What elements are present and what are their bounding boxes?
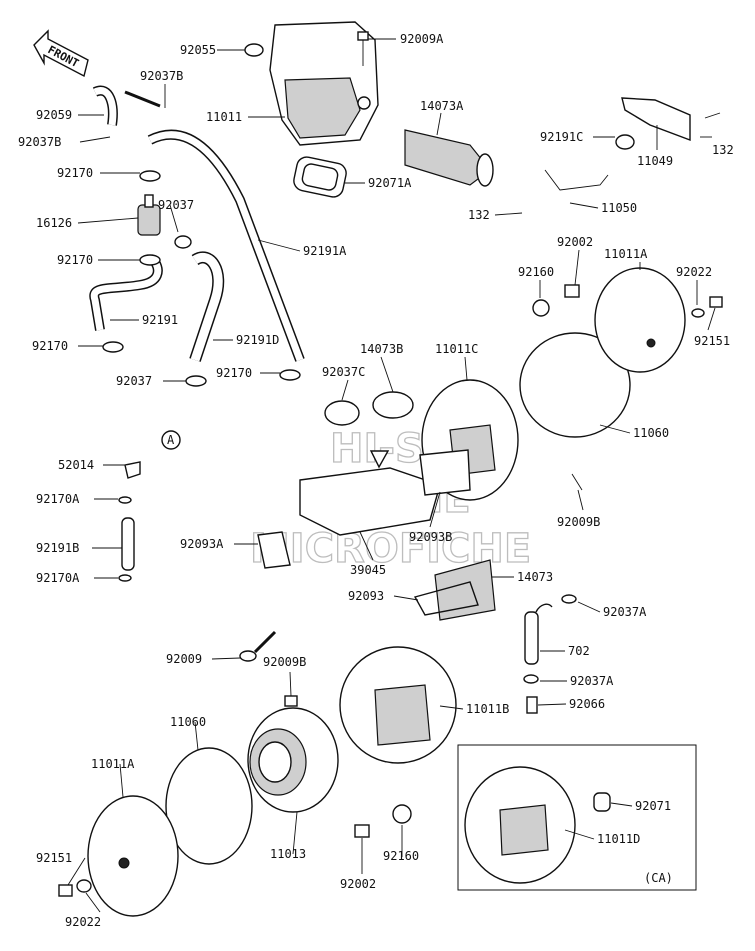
callout-label: 702 [568,644,590,658]
callout-label: 92037A [570,674,614,688]
seal-ring-upper [519,332,631,438]
callout-label: 92170A [36,571,80,585]
region-label: (CA) [644,871,673,885]
callout-label: 92009B [557,515,600,529]
callout-label: 92191B [36,541,79,555]
valve-icon [137,194,161,236]
callout-label: 132 [468,208,490,222]
base-plate-11011b [339,646,457,764]
callout-label: 92170 [32,339,68,353]
callout-label: 92093B [409,530,452,544]
intake-rubber-14073 [413,559,496,621]
callout-label: 92071 [635,799,671,813]
callout-label: 92059 [36,108,72,122]
callout-label: 16126 [36,216,72,230]
callout-label: 92037A [603,605,647,619]
callout-label: 92009A [400,32,444,46]
rubber-seals [324,391,414,426]
cover-lower [87,795,179,917]
callout-label: 92151 [36,851,72,865]
fitting-icon [118,461,141,582]
callout-label: 14073 [517,570,553,584]
callout-label: 11049 [637,154,673,168]
cover-upper [594,267,686,373]
callout-label: 92055 [180,43,216,57]
callout-label: 92093A [180,537,224,551]
clamp-icons [102,170,301,387]
bolt-icon [357,31,369,66]
seal-ring-lower [165,747,253,865]
callout-label: 92170 [57,166,93,180]
callout-label: 92191D [236,333,279,347]
screw-icons-lower [58,804,412,897]
intake-rubber-icon [404,129,494,187]
bracket-icon [615,97,721,150]
clip-icons-lower [523,594,577,714]
callout-label: 92160 [518,265,554,279]
callout-label: 92037C [322,365,365,379]
stay-bracket-icon [544,169,609,191]
reference-marker-a-text: A [167,433,175,447]
callout-label: 92037 [158,198,194,212]
callout-label: 52014 [58,458,94,472]
callout-label: 92002 [340,877,376,891]
screw-icons-upper [532,284,723,491]
callout-label: 92022 [65,915,101,929]
callout-label: 92066 [569,697,605,711]
callout-label: 11011B [466,702,509,716]
callout-label: 39045 [350,563,386,577]
duct-plate-39045 [299,467,441,536]
callout-label: 14073B [360,342,403,356]
callout-label: 92009B [263,655,306,669]
callout-label: 92002 [557,235,593,249]
air-duct-part [269,21,379,146]
clip-icon [124,90,161,108]
gasket-plates [257,449,471,569]
callout-label: 92191A [303,244,347,258]
callout-label: 92191 [142,313,178,327]
bolt-icons-mid [239,630,298,707]
callout-label: 92037 [116,374,152,388]
front-arrow-icon: FRONT [33,29,89,78]
callout-label: 11011C [435,342,478,356]
callout-labels: 92055 92009A 92037B 92059 11011 14073A 9… [18,32,734,929]
callout-label: 11011 [206,110,242,124]
callout-label: 92170 [216,366,252,380]
callout-label: 11013 [270,847,306,861]
callout-label: 11011D [597,832,640,846]
callout-label: 92022 [676,265,712,279]
callout-label: 92037B [140,69,183,83]
callout-label: 11060 [633,426,669,440]
callout-label: 11011A [604,247,648,261]
callout-label: 92093 [348,589,384,603]
hose-702-icon [524,603,553,665]
o-ring-icon [244,43,264,57]
leader-lines [67,38,716,913]
reference-marker-a: A [161,430,390,469]
callout-label: 92009 [166,652,202,666]
ca-inset-box: (CA) [457,744,697,891]
callout-label: 92170A [36,492,80,506]
filter-element [247,707,339,813]
callout-label: 92037B [18,135,61,149]
callout-label: 92191C [540,130,583,144]
gasket-icon [293,156,347,198]
callout-label: 92151 [694,334,730,348]
callout-label: 92071A [368,176,412,190]
callout-label: 14073A [420,99,464,113]
callout-label: 11050 [601,201,637,215]
callout-label: 11011A [91,757,135,771]
callout-label: 11060 [170,715,206,729]
callout-label: 132 [712,143,734,157]
callout-label: 92170 [57,253,93,267]
callout-label: 92160 [383,849,419,863]
